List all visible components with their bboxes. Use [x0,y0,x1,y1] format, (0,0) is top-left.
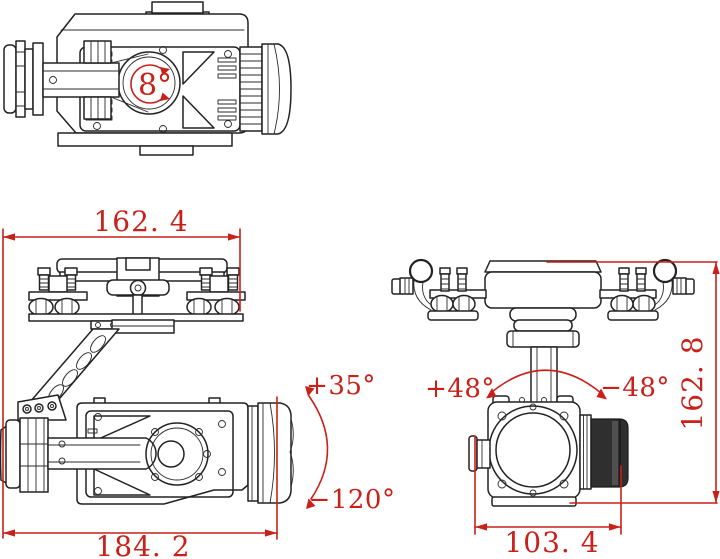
front-camera-body [468,401,581,507]
dim-front-width: 103. 4 [474,435,622,559]
front-pan-motor-stack [492,307,580,406]
side-view [0,257,294,505]
pitch-down-label: −120° [309,485,396,515]
lens-inner-ring [495,412,571,488]
damper-studs [37,267,240,291]
yaw-arrowhead-bottom [160,92,170,101]
top-view-left-motor [3,40,149,120]
pitch-up-label: +35° [306,371,376,401]
roll-left-label: +48° [425,374,495,404]
dim-side-overall-width: 184. 2 [2,396,278,559]
front-top-box [429,260,657,309]
roll-angle-annotation: +48° −48° [425,369,670,404]
side-yaw-motor [0,417,49,493]
front-left-damper-cluster [391,258,479,321]
side-camera-body [47,397,249,505]
front-zoom-motor [579,414,629,490]
side-damper-plate [28,257,246,334]
side-lens-barrel [247,402,294,504]
dim-label-103-4: 103. 4 [504,526,599,559]
yaw-arrowhead-top [160,67,170,76]
dim-label-162-8: 162. 8 [676,335,709,430]
front-right-damper-cluster [607,258,695,321]
dim-label-184-2: 184. 2 [95,530,190,559]
cutout-triangles [182,51,215,129]
top-view-lens-barrel [239,43,292,135]
yaw-angle-label: 8° [138,68,172,103]
dim-front-height: 162. 8 [546,261,720,504]
dim-side-top-width: 162. 4 [2,205,241,539]
dim-label-162-4: 162. 4 [93,205,188,238]
pitch-angle-annotation: +35° −120° [305,371,395,515]
front-view [391,258,695,507]
roll-right-label: −48° [600,373,670,403]
dimension-annotations: 162. 4 184. 2 103. 4 162. 8 [2,205,720,559]
top-view: 8° [3,1,292,156]
yaw-angle-annotation: 8° [130,64,172,104]
side-diagonal-arm [17,328,120,421]
